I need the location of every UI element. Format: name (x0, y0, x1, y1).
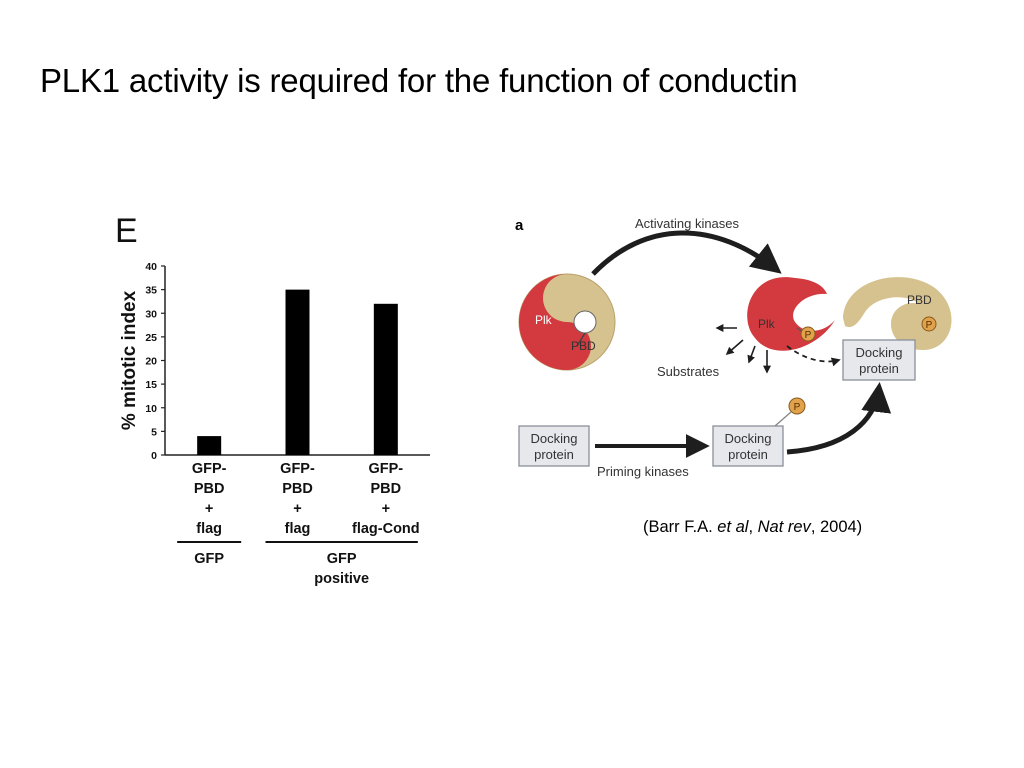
x-tick-label: GFP- (280, 461, 315, 477)
p-label-pbd: P (926, 320, 933, 331)
plk-inactive: Plk PBD (518, 273, 616, 371)
substrates-label: Substrates (657, 364, 720, 379)
docking-protein-box-bottom-left: Docking protein (518, 425, 590, 467)
dashed-binding-arrow (786, 345, 841, 367)
x-tick-label: PBD (194, 481, 225, 497)
x-tick-label: GFP- (192, 461, 227, 477)
y-tick-label: 35 (145, 285, 157, 297)
y-axis-label: % mitotic index (119, 290, 140, 430)
group-label: GFP (194, 551, 224, 567)
activating-kinases-label: Activating kinases (635, 216, 740, 231)
citation: (Barr F.A. et al, Nat rev, 2004) (643, 518, 862, 537)
plk-activation-diagram: a Activating kinases Plk PBD Plk P PBD P… (515, 216, 952, 479)
bar (285, 289, 310, 455)
group-labels: GFP GFP positive (177, 541, 418, 587)
bar-chart: E % mitotic index 0 5 10 15 20 25 30 35 40 GFP- P… (115, 212, 430, 587)
group-label: GFP (327, 551, 357, 567)
y-tick-label: 25 (145, 332, 157, 344)
y-tick-label: 0 (151, 450, 157, 462)
docking-protein-box-right: Docking protein (842, 339, 916, 381)
docking-protein-box-bottom-mid: Docking protein P (712, 397, 806, 467)
citation-journal: Nat rev (757, 518, 811, 536)
plk-right-label: Plk (758, 317, 776, 331)
x-tick-label: PBD (371, 481, 402, 497)
y-tick-label: 40 (145, 261, 157, 273)
bars (197, 289, 398, 455)
citation-sep: , (748, 518, 758, 536)
y-tick-label: 5 (151, 426, 157, 438)
pbd-active: PBD P (843, 277, 952, 350)
y-tick-label: 10 (145, 403, 157, 415)
docking-right-line1: Docking (856, 345, 903, 360)
substrate-arrows (715, 324, 771, 374)
bar (197, 436, 222, 455)
x-axis-labels: GFP- PBD + flag GFP- PBD + flag GFP- PBD + flag-Con… (192, 461, 420, 537)
x-tick-label: + (382, 501, 390, 517)
x-tick-label: flag-Cond (352, 521, 420, 537)
activating-kinases-arrow (591, 230, 782, 276)
x-tick-label: GFP- (369, 461, 404, 477)
y-tick-label: 30 (145, 308, 157, 320)
p-label-docking: P (794, 402, 801, 413)
docking-bl-line1: Docking (531, 431, 578, 446)
y-tick-label: 20 (145, 356, 157, 368)
citation-author: (Barr F.A. (643, 518, 718, 536)
x-tick-label: + (205, 501, 213, 517)
citation-year: , 2004) (810, 518, 863, 536)
citation-etal: et al (717, 518, 749, 536)
slide-title: PLK1 activity is required for the functi… (40, 62, 798, 99)
bar (373, 303, 398, 455)
docking-bm-line1: Docking (725, 431, 772, 446)
x-tick-label: + (293, 501, 301, 517)
x-tick-label: flag (196, 521, 222, 537)
docking-bm-line2: protein (728, 447, 768, 462)
priming-kinases-label: Priming kinases (597, 464, 689, 479)
docking-up-arrow (786, 382, 892, 455)
pbd-right-label: PBD (907, 293, 932, 307)
panel-label-e: E (115, 212, 138, 250)
pbd-left-label: PBD (571, 339, 596, 353)
plk-active: Plk P (747, 277, 835, 351)
docking-bl-line2: protein (534, 447, 574, 462)
plk-left-label: Plk (535, 313, 553, 327)
x-tick-label: PBD (282, 481, 313, 497)
y-tick-label: 15 (145, 379, 157, 391)
x-tick-label: flag (285, 521, 311, 537)
group-label: positive (314, 571, 369, 587)
docking-right-line2: protein (859, 361, 899, 376)
panel-label-a: a (515, 217, 524, 234)
p-label-plk: P (805, 330, 812, 341)
